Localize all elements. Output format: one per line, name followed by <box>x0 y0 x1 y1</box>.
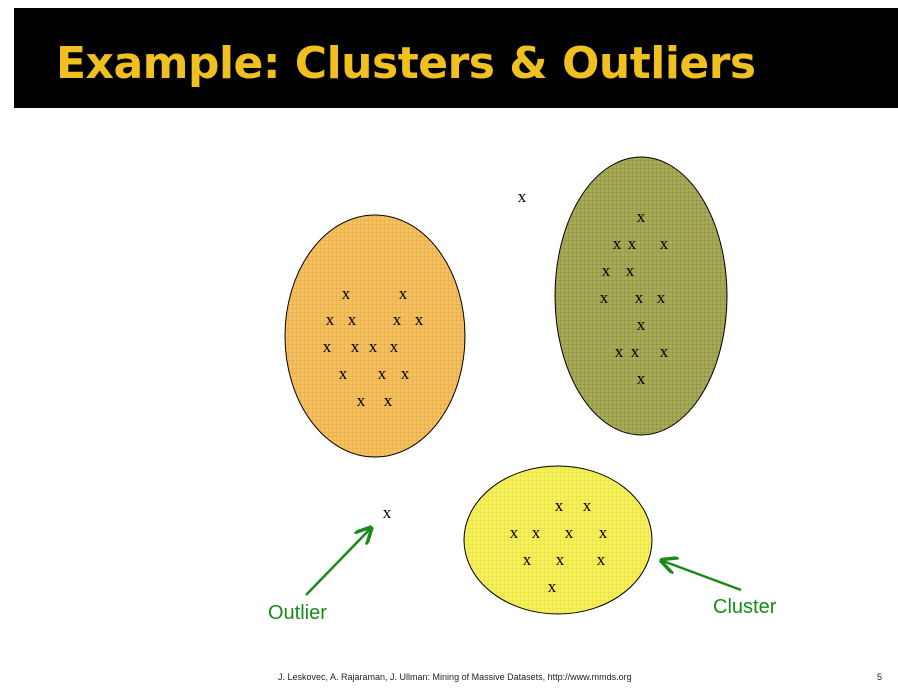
point-marker: x <box>635 288 644 307</box>
point-marker: x <box>599 523 608 542</box>
point-marker: x <box>637 369 646 388</box>
title-bar <box>14 8 898 108</box>
point-marker: x <box>339 364 348 383</box>
point-marker: x <box>523 550 532 569</box>
page-number: 5 <box>877 672 883 682</box>
point-marker: x <box>602 261 611 280</box>
cluster-arrow <box>663 561 742 592</box>
point-marker: x <box>660 342 669 361</box>
outlier-arrow <box>305 529 370 596</box>
point-marker: x <box>390 337 399 356</box>
outlier-label: Outlier <box>268 602 327 624</box>
point-marker: x <box>637 207 646 226</box>
cluster-orange <box>284 214 466 458</box>
point-marker: x <box>583 496 592 515</box>
point-marker: x <box>351 337 360 356</box>
point-marker: x <box>415 310 424 329</box>
slide-title: Example: Clusters & Outliers <box>56 38 756 89</box>
point-marker: x <box>532 523 541 542</box>
point-marker: x <box>326 310 335 329</box>
point-marker: x <box>600 288 609 307</box>
point-marker: x <box>548 577 557 596</box>
point-marker: x <box>383 503 392 522</box>
point-marker: x <box>657 288 666 307</box>
point-marker: x <box>660 234 669 253</box>
point-marker: x <box>323 337 332 356</box>
point-marker: x <box>510 523 519 542</box>
point-marker: x <box>626 261 635 280</box>
point-marker: x <box>628 234 637 253</box>
point-marker: x <box>378 364 387 383</box>
point-marker: x <box>631 342 640 361</box>
point-marker: x <box>384 391 393 410</box>
point-marker: x <box>613 234 622 253</box>
cluster-olive <box>554 156 728 436</box>
point-marker: x <box>565 523 574 542</box>
point-marker: x <box>555 496 564 515</box>
point-marker: x <box>393 310 402 329</box>
cluster-label: Cluster <box>713 596 777 618</box>
point-marker: x <box>348 310 357 329</box>
point-marker: x <box>369 337 378 356</box>
point-marker: x <box>401 364 410 383</box>
point-marker: x <box>615 342 624 361</box>
cluster-yellow <box>463 465 653 615</box>
point-marker: x <box>357 391 366 410</box>
point-marker: x <box>597 550 606 569</box>
point-marker: x <box>518 187 527 206</box>
point-marker: x <box>637 315 646 334</box>
point-marker: x <box>342 284 351 303</box>
footer-citation: J. Leskovec, A. Rajaraman, J. Ullman: Mi… <box>278 672 632 682</box>
point-marker: x <box>399 284 408 303</box>
point-marker: x <box>556 550 565 569</box>
